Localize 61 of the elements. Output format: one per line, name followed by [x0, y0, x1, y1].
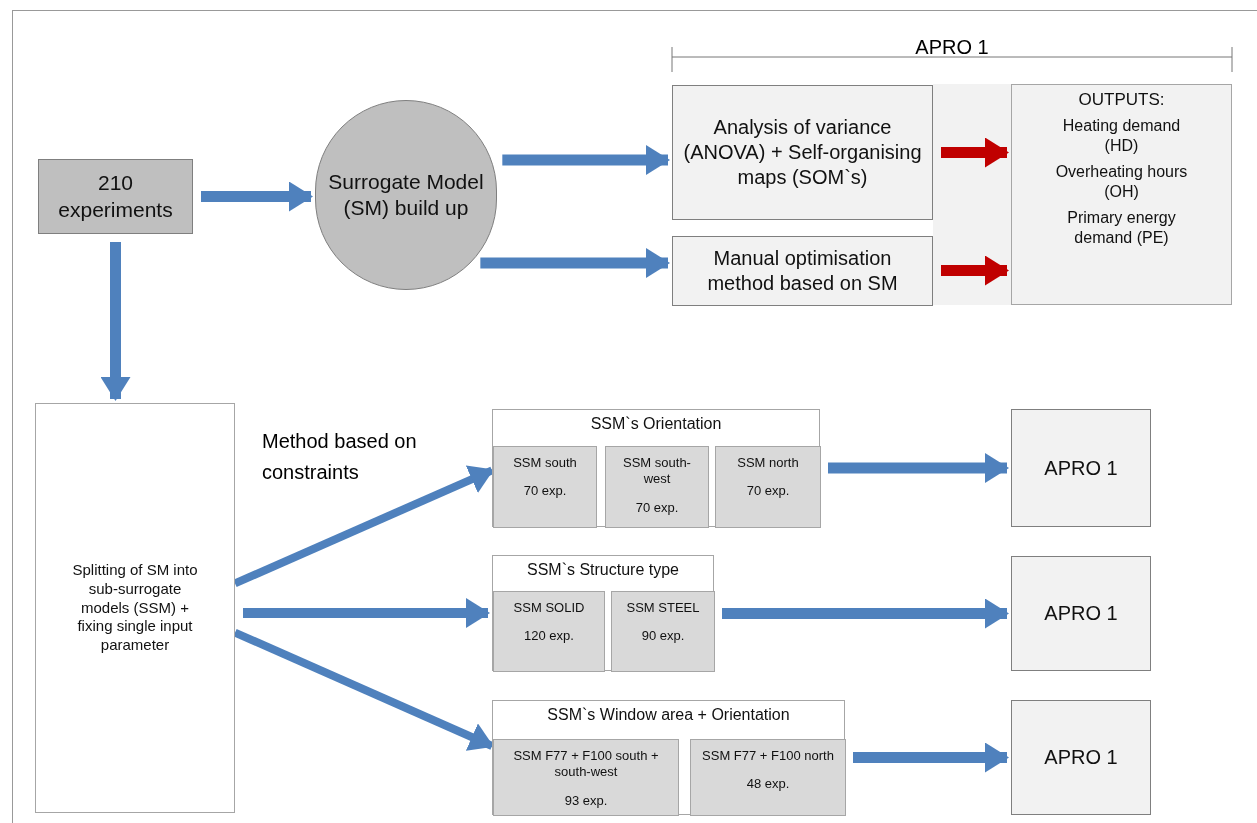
group-heading: SSM`s Structure type: [525, 560, 680, 580]
block-arrow: [722, 598, 1009, 629]
node-text: SSM south: [512, 455, 578, 472]
node-text: 70 exp.: [634, 499, 680, 516]
group-box: [492, 555, 714, 671]
node-text: SSM F77 + F100 south + south-west: [512, 748, 660, 781]
node-text: 70 exp.: [522, 483, 568, 500]
result-box: [1011, 556, 1151, 671]
node-text: SSM south-west: [622, 455, 692, 488]
result-box: [1011, 409, 1151, 527]
block-arrow: [233, 465, 494, 588]
node-text: SSM SOLID: [512, 600, 586, 617]
node-text: OUTPUTS:: [1077, 89, 1166, 111]
block-arrow: [853, 742, 1009, 773]
node-text: 70 exp.: [745, 483, 791, 500]
subgroup-box: [715, 446, 821, 528]
result-box: [1011, 700, 1151, 815]
subgroup-box: [611, 591, 715, 672]
node-text: Splitting of SM into sub-surrogate models (SSM) + fixing single input parameter: [71, 561, 199, 655]
block-arrow: [201, 181, 313, 212]
block-arrow: [941, 255, 1009, 286]
node-text: Primary energy demand (PE): [1066, 208, 1177, 249]
node-text: Manual optimisation method based on SM: [706, 246, 899, 296]
block-arrow: [233, 628, 494, 751]
outputs-box: [1011, 84, 1232, 305]
subgroup-box: [493, 446, 597, 528]
node-text: APRO 1: [1043, 745, 1119, 770]
node-text: 210 experiments: [57, 170, 174, 223]
block-arrow: [243, 598, 490, 628]
block-arrow: [941, 137, 1009, 168]
subgroup-box: [493, 739, 679, 816]
block-arrow: [100, 242, 131, 401]
node-text: 90 exp.: [640, 628, 686, 645]
subgroup-box: [605, 446, 709, 528]
node-text: SSM F77 + F100 north: [701, 748, 835, 765]
group-heading: SSM`s Orientation: [589, 414, 723, 434]
node-text: Overheating hours (OH): [1054, 162, 1189, 203]
process-box: [35, 403, 235, 813]
node-text: Surrogate Model (SM) build up: [327, 168, 485, 221]
node-text: 93 exp.: [563, 792, 609, 809]
node-text: APRO 1: [1043, 455, 1119, 481]
subgroup-box: [493, 591, 605, 672]
block-arrow: [828, 453, 1009, 483]
annotation-text: Method based on constraints: [262, 429, 418, 485]
node-text: 48 exp.: [745, 776, 791, 793]
node-text: Heating demand (HD): [1061, 116, 1182, 157]
group-heading: SSM`s Window area + Orientation: [546, 705, 791, 725]
node-text: 120 exp.: [523, 628, 575, 645]
process-box: [38, 159, 193, 234]
subgroup-box: [690, 739, 846, 816]
node-text: APRO 1: [1043, 601, 1119, 626]
bracket-label: APRO 1: [914, 35, 990, 60]
group-box: [492, 409, 820, 527]
block-arrow: [480, 248, 670, 278]
block-arrow: [502, 145, 670, 175]
node-text: SSM STEEL: [625, 600, 701, 617]
node-text: Analysis of variance (ANOVA) + Self-organising maps (SOM`s): [682, 115, 923, 190]
process-box: [672, 236, 933, 306]
node-text: SSM north: [736, 455, 800, 472]
process-box: [672, 85, 933, 220]
group-box: [492, 700, 845, 815]
